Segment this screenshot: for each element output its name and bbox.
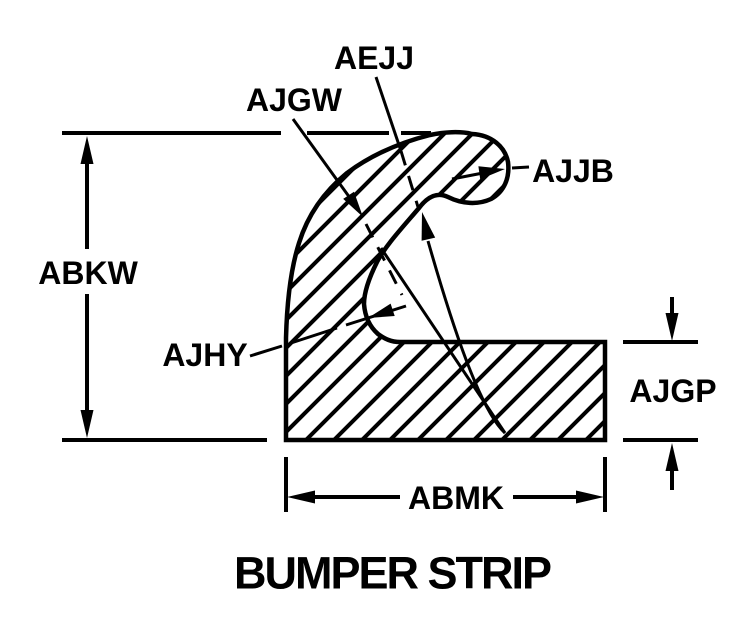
hatch-line (526, 132, 605, 441)
profile-outline (283, 129, 608, 443)
ajgw-label: AJGW (246, 82, 343, 118)
abkw-dimension (62, 131, 431, 442)
hatch-line (442, 132, 605, 441)
ajgp-arrow-up-icon (665, 443, 679, 471)
hatch-line (302, 132, 605, 441)
ajgw-leader (291, 118, 404, 296)
hatch-line (286, 132, 536, 441)
diagram-title: BUMPER STRIP (234, 548, 551, 599)
ajgp-arrow-down-icon (665, 313, 679, 341)
ajhy-leader (249, 303, 407, 358)
abmk-label: ABMK (408, 480, 504, 516)
abkw-arrow-down-icon (80, 410, 94, 438)
abkw-arrow-up-icon (80, 136, 94, 164)
abmk-dimension (284, 457, 607, 512)
ajjb-leader (451, 165, 530, 181)
aejj-label: AEJJ (334, 40, 414, 76)
ajgw-arrow-icon (343, 191, 363, 217)
hatch-line (330, 132, 605, 441)
ajgp-dimension (623, 297, 698, 490)
hatch-line (286, 132, 480, 441)
ajhy-arrow-icon (368, 303, 395, 318)
ajhy-label: AJHY (162, 337, 247, 373)
hook-underside-pointer (379, 212, 507, 435)
hatch-line (470, 132, 605, 441)
hatch-line (286, 132, 452, 441)
ajjb-arrow-icon (478, 166, 505, 180)
abkw-label: ABKW (38, 255, 138, 291)
aejj-leader (374, 76, 420, 208)
ajgp-label: AJGP (629, 373, 716, 409)
ajjb-label: AJJB (532, 153, 614, 189)
hatch-line (286, 132, 508, 441)
abmk-arrow-right-icon (576, 490, 604, 504)
abmk-arrow-left-icon (287, 490, 315, 504)
hatch-line (498, 132, 605, 441)
hook-underside-arrow-icon (421, 212, 436, 241)
